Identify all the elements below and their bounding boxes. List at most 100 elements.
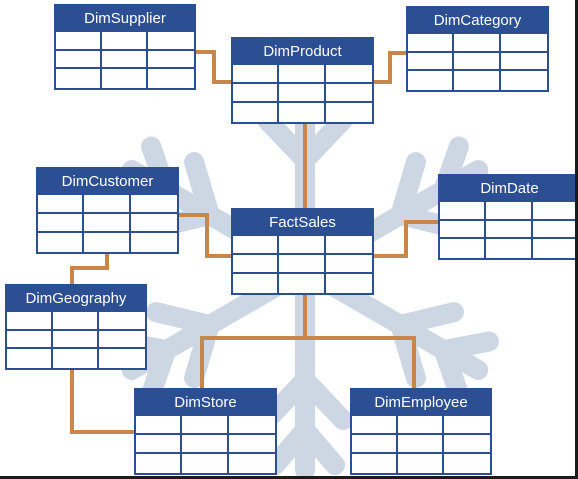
table-cell [352, 435, 398, 454]
table-dimcategory[interactable]: DimCategory [406, 6, 549, 92]
table-cell [131, 233, 177, 252]
table-cell [148, 32, 194, 51]
table-cell [7, 349, 53, 368]
table-cell [148, 51, 194, 70]
table-dimsupplier[interactable]: DimSupplier [54, 4, 196, 90]
table-title: DimCategory [408, 8, 547, 34]
table-cell [233, 84, 280, 103]
table-title: DimGeography [7, 286, 145, 312]
table-cell [279, 274, 326, 293]
table-title: DimCustomer [38, 169, 177, 195]
table-cell [325, 236, 372, 255]
table-grid [408, 34, 547, 90]
connector-customer-geography [70, 254, 109, 284]
table-title: DimStore [136, 390, 275, 416]
table-cell [233, 255, 280, 274]
table-title: DimProduct [233, 39, 372, 65]
table-cell [136, 435, 183, 454]
table-cell [102, 32, 148, 51]
table-cell [233, 65, 280, 84]
table-cell [325, 255, 372, 274]
connector-customer-fact [179, 213, 231, 258]
table-grid [38, 195, 177, 252]
table-cell [501, 71, 547, 90]
table-cell [182, 435, 229, 454]
connector-category-product [374, 51, 406, 84]
table-cell [440, 239, 487, 258]
table-cell [84, 214, 131, 233]
table-cell [233, 236, 280, 255]
table-cell [454, 71, 501, 90]
table-grid [440, 202, 575, 258]
table-cell [229, 454, 275, 473]
table-cell [444, 454, 490, 473]
table-cell [532, 221, 575, 240]
table-cell [136, 416, 183, 435]
table-cell [148, 69, 194, 88]
table-title: DimDate [440, 176, 575, 202]
table-cell [84, 233, 131, 252]
table-title: DimEmployee [352, 390, 490, 416]
table-dimemployee[interactable]: DimEmployee [350, 388, 492, 475]
table-dimproduct[interactable]: DimProduct [231, 37, 374, 124]
table-dimcustomer[interactable]: DimCustomer [36, 167, 179, 254]
table-cell [99, 312, 145, 331]
table-cell [444, 416, 490, 435]
table-cell [279, 84, 326, 103]
table-cell [352, 416, 398, 435]
table-cell [99, 349, 145, 368]
table-title: DimSupplier [56, 6, 194, 32]
table-cell [486, 202, 533, 221]
table-cell [228, 435, 275, 454]
table-cell [279, 236, 326, 255]
table-grid [56, 32, 194, 88]
table-grid [233, 236, 372, 293]
table-cell [408, 52, 455, 72]
table-cell [53, 349, 99, 368]
table-factsales[interactable]: FactSales [231, 208, 374, 295]
table-cell [233, 103, 280, 122]
table-cell [326, 103, 372, 122]
table-cell [38, 233, 85, 252]
table-grid [7, 312, 145, 368]
table-cell [38, 214, 85, 233]
table-cell [279, 255, 326, 274]
table-cell [84, 195, 131, 214]
connector-supplier-product [196, 50, 231, 84]
table-cell [279, 65, 326, 84]
table-cell [130, 195, 177, 214]
table-cell [326, 274, 372, 293]
table-cell [532, 202, 575, 221]
table-cell [182, 416, 229, 435]
connector-fact-store [200, 336, 305, 388]
table-cell [486, 239, 533, 258]
table-cell [56, 69, 102, 88]
table-dimgeography[interactable]: DimGeography [5, 284, 147, 370]
connector-fact-employee [305, 336, 416, 388]
table-cell [398, 435, 444, 454]
table-cell [533, 239, 575, 258]
table-cell [440, 202, 487, 221]
table-cell [398, 454, 444, 473]
table-dimstore[interactable]: DimStore [134, 388, 277, 475]
table-cell [38, 195, 85, 214]
table-cell [454, 52, 501, 72]
table-cell [444, 435, 490, 454]
table-grid [136, 416, 275, 473]
table-cell [486, 220, 533, 240]
table-cell [408, 71, 455, 90]
table-cell [102, 50, 148, 70]
table-cell [233, 274, 280, 293]
table-cell [130, 214, 177, 233]
table-cell [99, 331, 145, 350]
table-cell [7, 312, 53, 331]
table-cell [136, 454, 183, 473]
table-cell [102, 69, 148, 88]
table-cell [440, 220, 487, 240]
table-grid [233, 65, 372, 122]
table-cell [500, 53, 547, 72]
table-dimdate[interactable]: DimDate [438, 174, 575, 260]
table-cell [53, 312, 99, 331]
